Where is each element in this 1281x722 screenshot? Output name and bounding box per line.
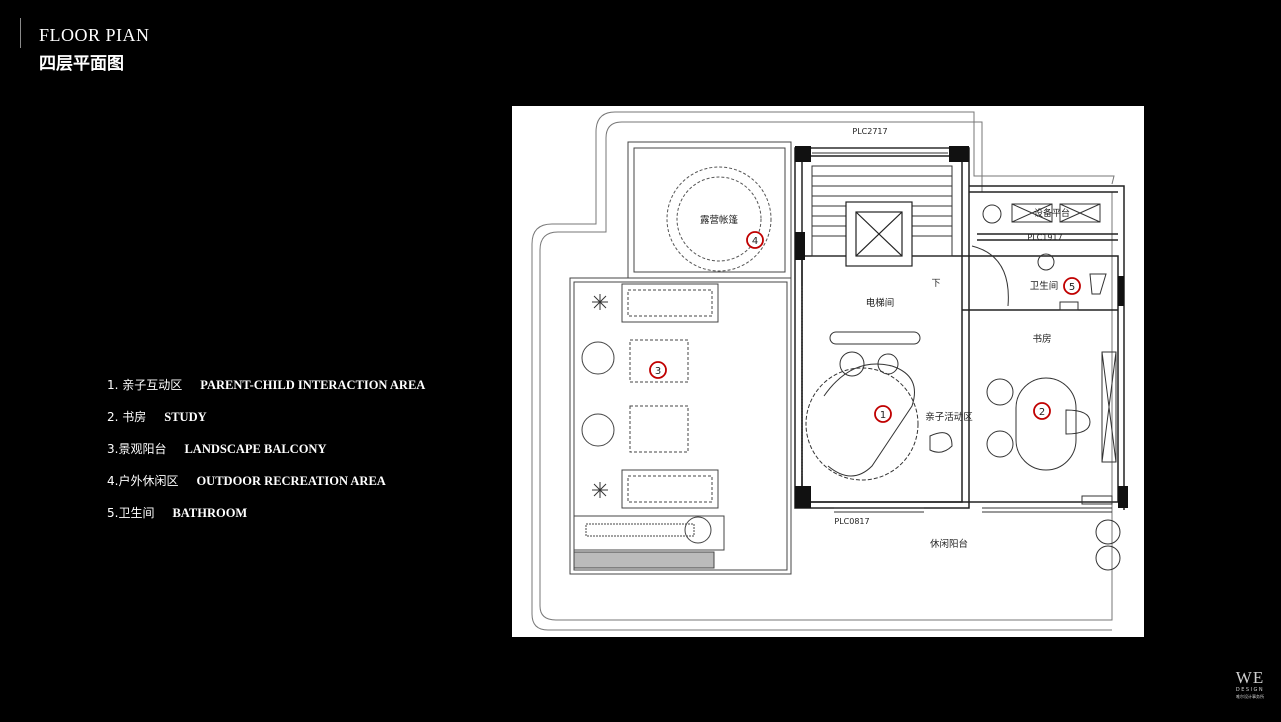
legend-item-2: 2. 书房 STUDY: [107, 408, 425, 440]
plant-icon: [592, 294, 608, 498]
camping-tent-label: 露营帐篷: [700, 214, 739, 226]
legend-item-3: 3.景观阳台 LANDSCAPE BALCONY: [107, 440, 425, 472]
legend-item-en: STUDY: [164, 410, 207, 424]
building-walls: [794, 147, 1125, 510]
equipment-platform-label: 设备平台: [1034, 207, 1070, 219]
window-label-right: PLC1917: [1027, 233, 1062, 242]
legend-item-en: PARENT-CHILD INTERACTION AREA: [200, 378, 426, 392]
legend-item-en: LANDSCAPE BALCONY: [184, 442, 327, 456]
staircase: [811, 165, 953, 257]
structural-columns: [795, 146, 1128, 508]
bathroom-label: 卫生间: [1030, 280, 1059, 292]
play-area-furniture: [805, 331, 953, 481]
balcony-furniture: [573, 283, 725, 569]
floor-plan-drawing: 露营帐篷: [512, 106, 1144, 637]
elevator-shaft: [845, 201, 913, 267]
legend-item-cn: 3.景观阳台: [107, 442, 167, 456]
window-label-bottom: PLC0817: [834, 517, 869, 526]
area-marker-5-number: 5: [1069, 282, 1075, 293]
leisure-balcony-label: 休闲阳台: [930, 538, 968, 550]
equipment-platform: [982, 203, 1101, 224]
room-legend: 1. 亲子互动区 PARENT-CHILD INTERACTION AREA 2.…: [107, 376, 425, 536]
study-furniture: [986, 351, 1117, 471]
parent-child-area-label: 亲子活动区: [925, 411, 973, 423]
area-marker-1-number: 1: [880, 410, 886, 421]
page-title-cn: 四层平面图: [39, 54, 124, 74]
area-markers: 1 2 3 4 5: [649, 231, 1081, 423]
area-marker-1: [874, 405, 892, 423]
area-marker-5: [1063, 277, 1081, 295]
page-title-en: FLOOR PIAN: [39, 25, 150, 45]
legend-item-1: 1. 亲子互动区 PARENT-CHILD INTERACTION AREA: [107, 376, 425, 408]
area-marker-2: [1033, 402, 1051, 420]
legend-item-cn: 1. 亲子互动区: [107, 378, 183, 392]
floor-plan-svg: 露营帐篷: [531, 111, 1128, 631]
area-marker-3-number: 3: [655, 366, 661, 377]
camping-tent-circles: [666, 166, 772, 272]
legend-item-en: OUTDOOR RECREATION AREA: [196, 474, 386, 488]
leisure-balcony-planters: [1081, 495, 1121, 571]
area-marker-4-number: 4: [752, 236, 758, 247]
site-outline: [531, 111, 1115, 631]
legend-item-cn: 2. 书房: [107, 410, 147, 424]
legend-item-en: BATHROOM: [172, 506, 248, 520]
bathroom-fixtures: [971, 245, 1107, 311]
logo-caption: 唯尔设计事务所: [1236, 694, 1264, 699]
we-design-logo: WE DESIGN 唯尔设计事务所: [1232, 668, 1268, 700]
window-lines: [801, 147, 1112, 513]
area-marker-4: [746, 231, 764, 249]
legend-item-cn: 5.卫生间: [107, 506, 155, 520]
legend-item-4: 4.户外休闲区 OUTDOOR RECREATION AREA: [107, 472, 425, 504]
title-divider: [20, 18, 21, 48]
area-marker-3: [649, 361, 667, 379]
logo-mark: WE: [1235, 668, 1265, 687]
legend-item-cn: 4.户外休闲区: [107, 474, 179, 488]
balcony-frame: [569, 141, 792, 575]
stair-down-label: 下: [931, 279, 940, 289]
legend-item-5: 5.卫生间 BATHROOM: [107, 504, 425, 536]
window-label-top: PLC2717: [852, 127, 887, 136]
elevator-hall-label: 电梯间: [866, 297, 895, 309]
study-room-label: 书房: [1032, 333, 1051, 345]
logo-subtitle: DESIGN: [1235, 687, 1265, 693]
area-marker-2-number: 2: [1039, 407, 1045, 418]
